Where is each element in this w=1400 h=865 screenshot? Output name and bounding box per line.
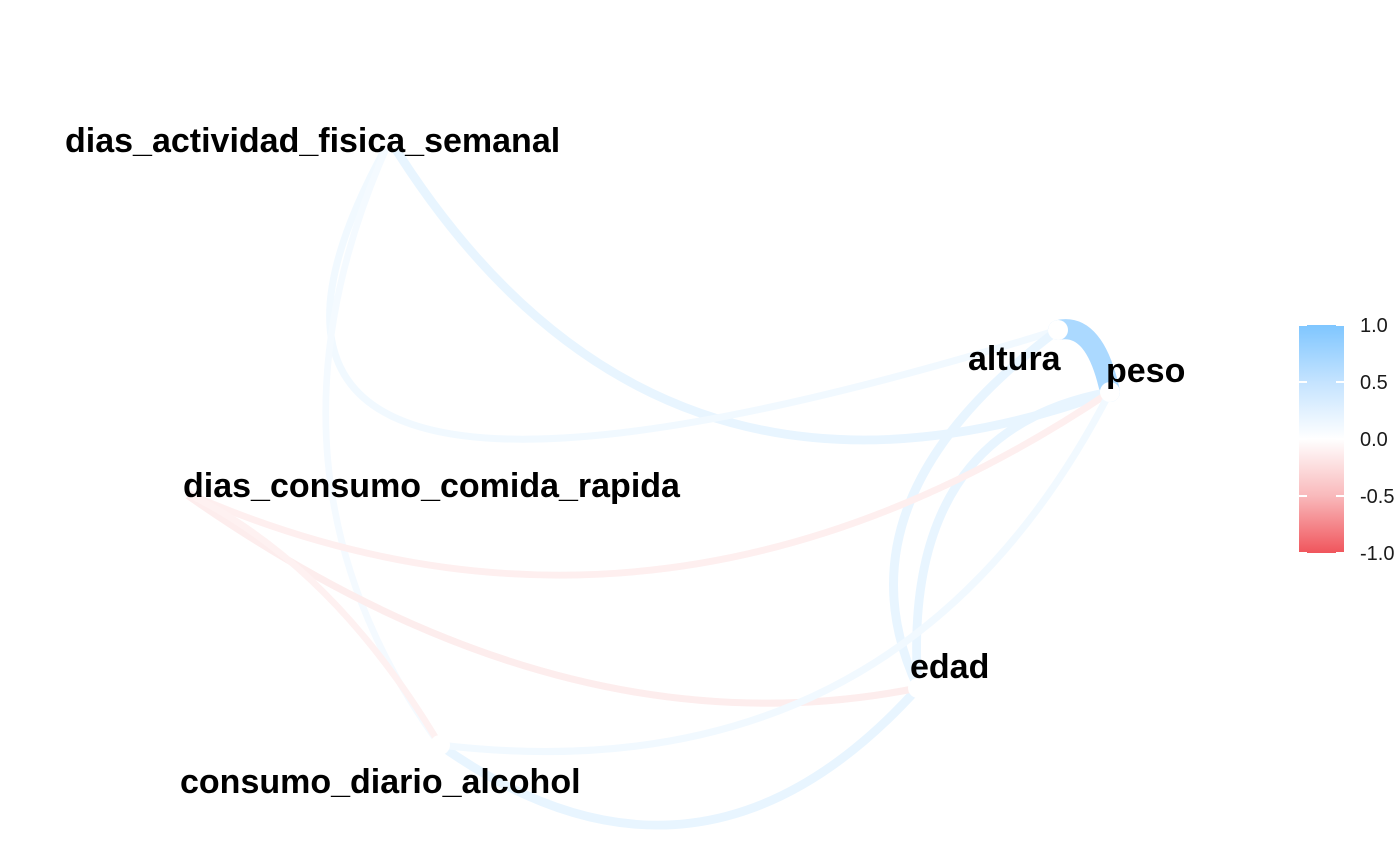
edges-layer [176, 135, 1120, 830]
edge-dias_consumo_comida_rapida-edad [176, 486, 922, 707]
node-label-dias_consumo_comida_rapida: dias_consumo_comida_rapida [183, 467, 681, 505]
legend-ticks: 1.0 0.5 0.0 -0.5 -1.0 [1299, 315, 1394, 565]
edge-dias_consumo_comida_rapida-peso [176, 388, 1114, 579]
node-label-dias_actividad_fisica_semanal: dias_actividad_fisica_semanal [65, 122, 560, 160]
edge-dias_consumo_comida_rapida-consumo_diario_alcohol [176, 486, 444, 749]
edge-consumo_diario_alcohol-peso [436, 388, 1114, 755]
node-label-altura: altura [968, 340, 1062, 378]
edge-dias_actividad_fisica_semanal-consumo_diario_alcohol [322, 136, 444, 749]
node-point-altura [1048, 320, 1068, 340]
node-label-peso: peso [1106, 352, 1185, 390]
legend-tick-label: 1.0 [1360, 315, 1388, 337]
legend-tick-label: 0.5 [1360, 372, 1388, 394]
legend-tick-label: -0.5 [1360, 486, 1394, 508]
legend-tick-label: -1.0 [1360, 543, 1394, 565]
node-point-edad [908, 678, 928, 698]
node-point-dias_actividad_fisica_semanal [380, 130, 400, 150]
node-point-consumo_diario_alcohol [430, 735, 450, 755]
color-legend: 1.0 0.5 0.0 -0.5 -1.0 [1299, 315, 1394, 565]
node-label-consumo_diario_alcohol: consumo_diario_alcohol [180, 763, 581, 801]
nodes-layer [170, 130, 1120, 755]
node-point-peso [1100, 382, 1120, 402]
node-label-edad: edad [910, 648, 989, 686]
edge-dias_actividad_fisica_semanal-peso [385, 135, 1115, 445]
node-point-dias_consumo_comida_rapida [170, 480, 190, 500]
edge-altura-peso [1048, 319, 1120, 402]
edge-dias_actividad_fisica_semanal-altura [326, 136, 1062, 443]
edge-peso-edad [912, 387, 1115, 693]
edge-edad-consumo_diario_alcohol [435, 683, 923, 830]
legend-tick-label: 0.0 [1360, 429, 1388, 451]
